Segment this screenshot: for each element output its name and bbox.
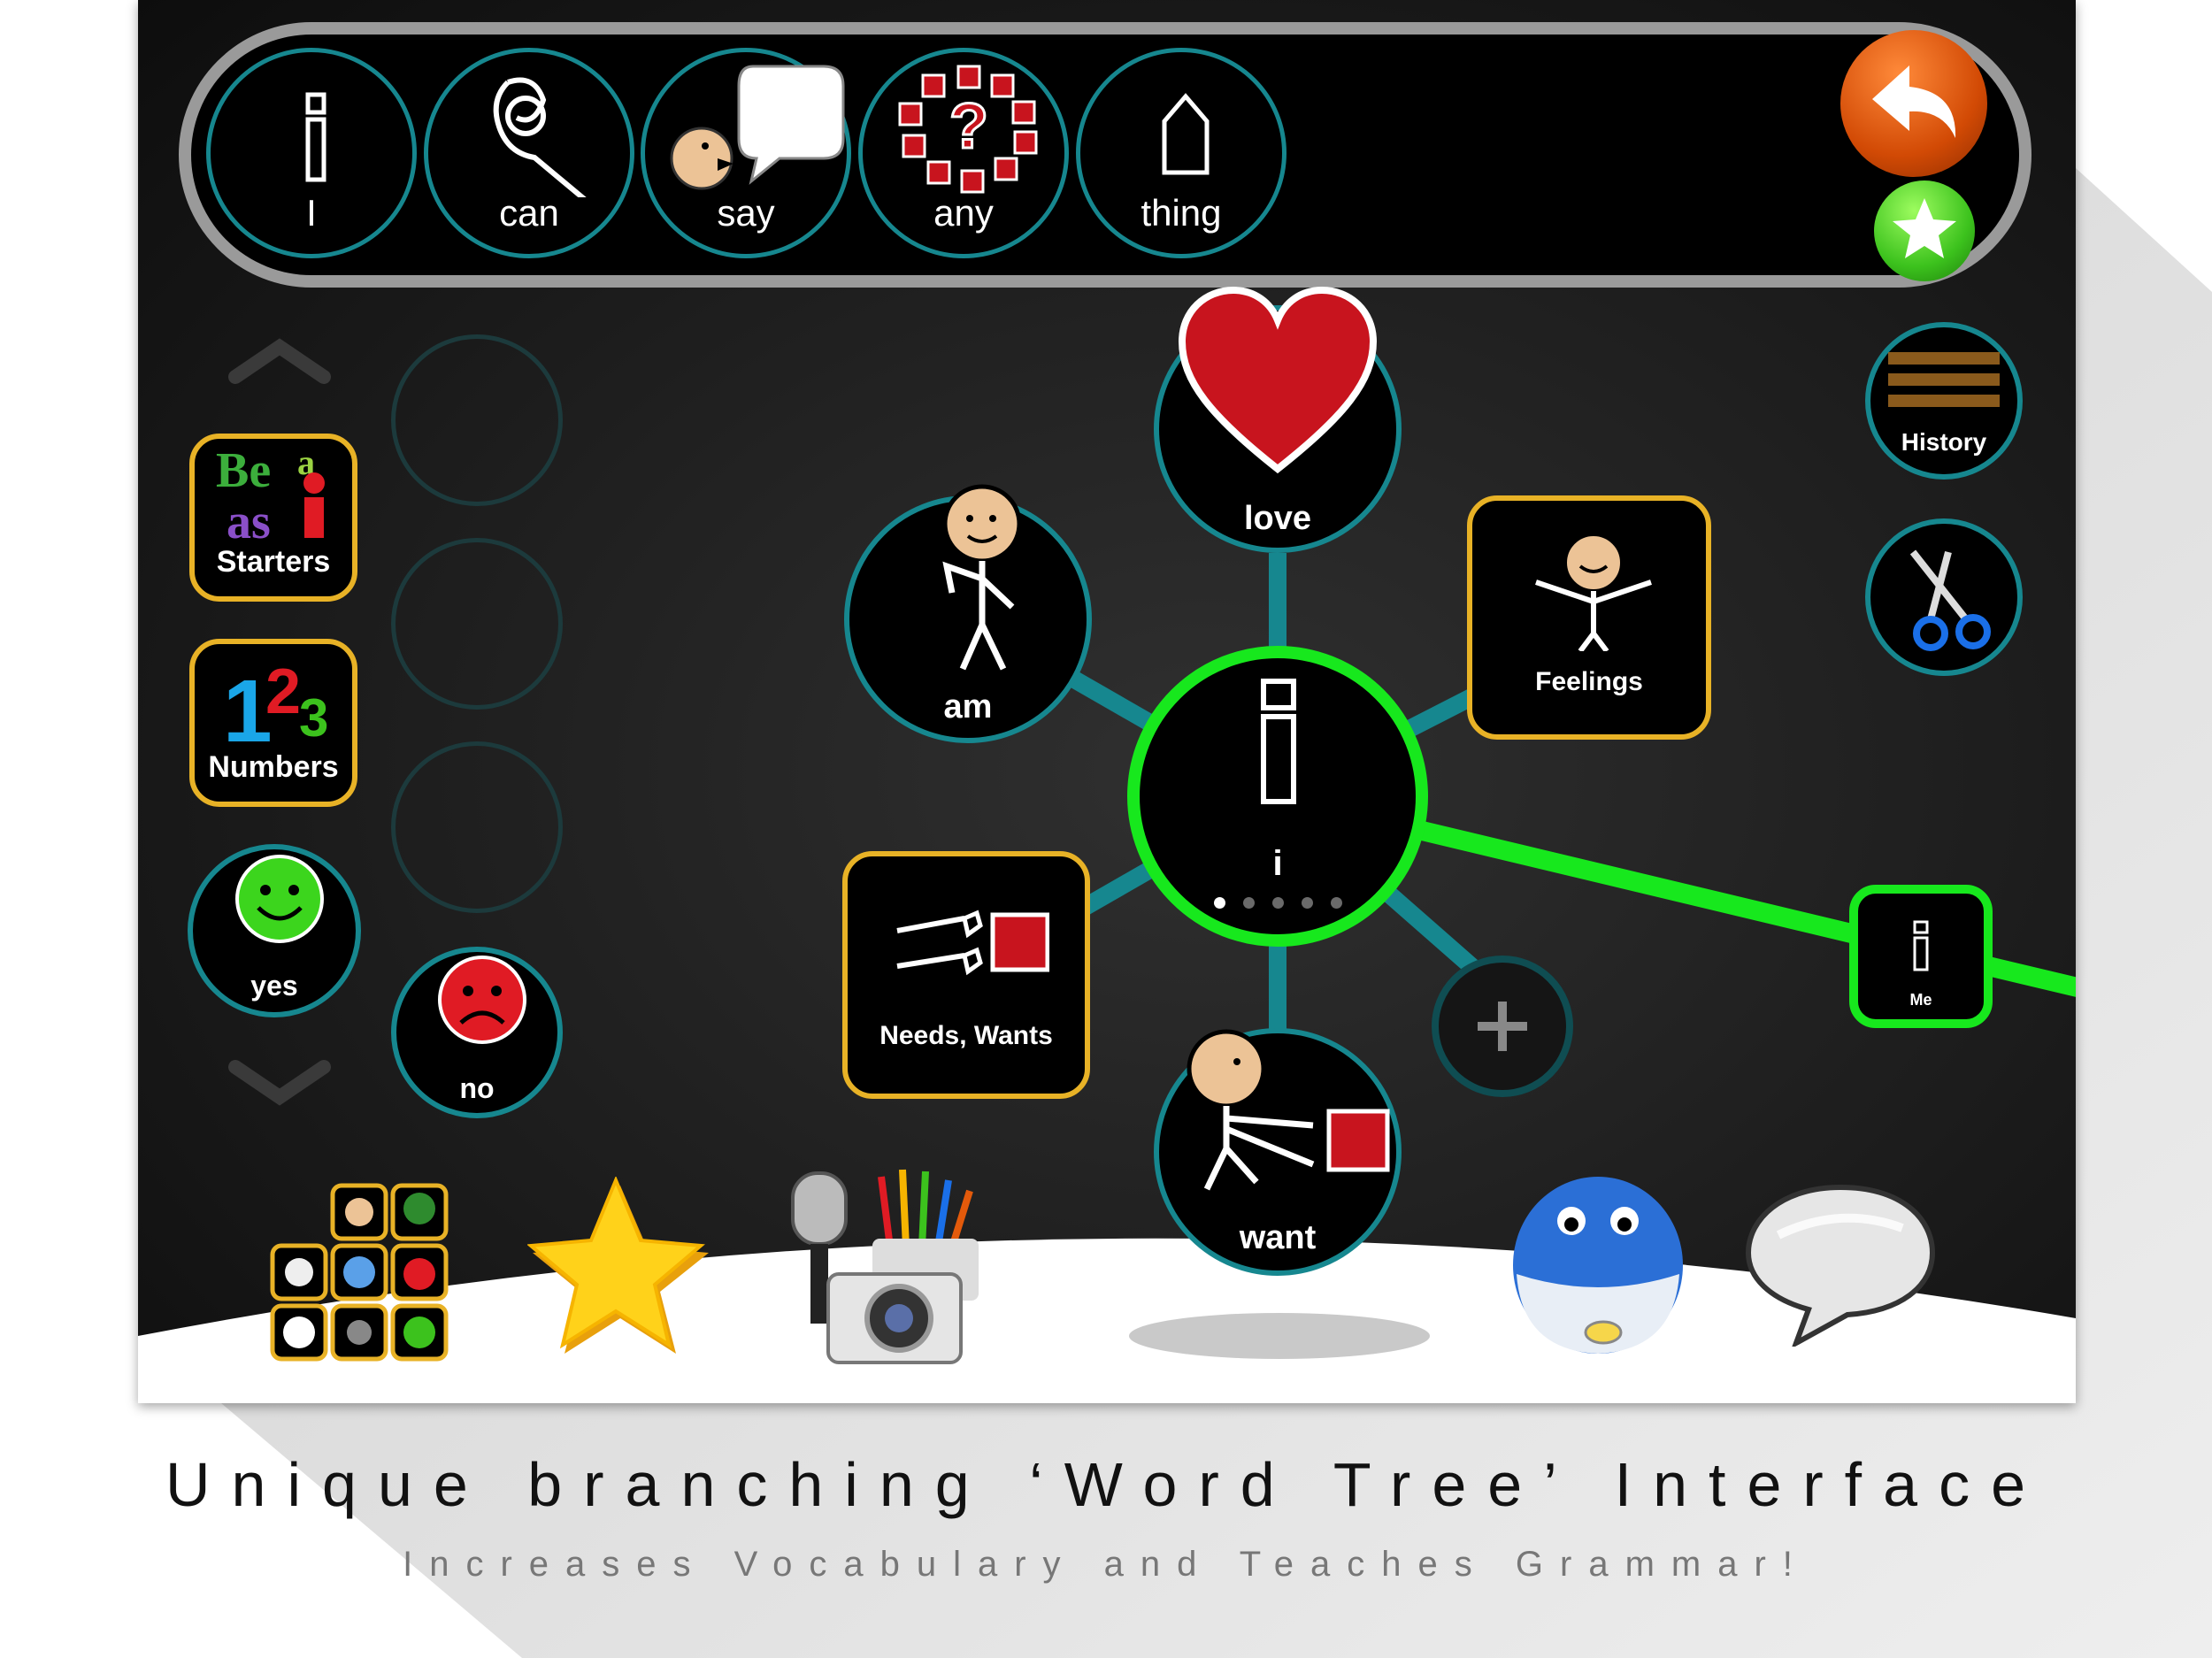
- branch-am[interactable]: am: [844, 484, 1092, 743]
- category-label: Starters: [216, 545, 331, 579]
- yes-button[interactable]: yes: [188, 844, 361, 1017]
- scroll-down-button[interactable]: [227, 1056, 333, 1109]
- page-dot[interactable]: [1242, 897, 1255, 909]
- symbol-grid-icon[interactable]: [269, 1182, 451, 1362]
- bookshelf-icon: [1888, 352, 2000, 407]
- media-tools-icon[interactable]: [775, 1159, 1005, 1371]
- branch-label: Me: [1909, 991, 1932, 1009]
- caption-subtitle: Increases Vocabulary and Teaches Grammar…: [403, 1545, 1809, 1584]
- letter-i-icon: [1913, 920, 1929, 971]
- word-label: I: [306, 192, 317, 234]
- heart-icon: [1178, 286, 1378, 474]
- word-label: thing: [1141, 192, 1222, 234]
- letter-i-icon: [305, 92, 326, 182]
- scissors-icon: [1909, 549, 1991, 651]
- add-branch-button[interactable]: [1432, 956, 1573, 1097]
- sad-face-icon: [438, 956, 526, 1044]
- svg-text:Be: Be: [216, 443, 271, 498]
- category-label: Numbers: [208, 750, 339, 784]
- category-starters[interactable]: Be a as Starters: [189, 434, 357, 602]
- sentence-word-can[interactable]: can: [424, 48, 634, 258]
- word-tree-center-i[interactable]: i: [1127, 646, 1428, 947]
- page-dot[interactable]: [1330, 897, 1342, 909]
- no-button[interactable]: no: [391, 947, 563, 1118]
- svg-text:2: 2: [265, 656, 301, 727]
- yes-label: yes: [250, 970, 298, 1002]
- add-favorite-button[interactable]: [1874, 180, 1975, 281]
- branch-label: want: [1239, 1219, 1317, 1256]
- history-label: History: [1901, 428, 1987, 456]
- branch-label: am: [943, 688, 993, 725]
- svg-text:a: a: [297, 442, 315, 482]
- sentence-word-thing[interactable]: thing: [1076, 48, 1286, 258]
- person-wanting-icon: [1187, 1029, 1390, 1191]
- svg-text:1: 1: [223, 662, 273, 754]
- speech-icon: [670, 65, 845, 190]
- hand-sign-icon: [493, 77, 587, 197]
- page-dot[interactable]: [1301, 897, 1313, 909]
- history-button[interactable]: History: [1865, 322, 2023, 480]
- branch-feelings[interactable]: Feelings: [1467, 495, 1711, 740]
- branch-me[interactable]: Me: [1849, 885, 1993, 1028]
- page-dot[interactable]: [1213, 897, 1225, 909]
- branch-label: Feelings: [1535, 667, 1643, 696]
- sentence-word-any[interactable]: ? any: [858, 48, 1069, 258]
- app-window: I can say: [138, 0, 2076, 1403]
- category-numbers[interactable]: 1 2 3 Numbers: [189, 639, 357, 807]
- empty-slot: [391, 741, 563, 913]
- center-label: i: [1272, 844, 1283, 883]
- empty-slot: [391, 538, 563, 710]
- thing-icon: [1162, 93, 1210, 175]
- question-icon: ?: [898, 65, 1038, 194]
- word-label: any: [933, 192, 994, 234]
- word-label: say: [717, 192, 775, 234]
- needs-wants-icon: [896, 910, 1049, 976]
- word-label: can: [499, 192, 559, 234]
- plus-icon: [1478, 1002, 1527, 1051]
- letter-i-icon: [1261, 679, 1296, 804]
- starters-icon: Be a as: [216, 442, 325, 549]
- empty-slot: [391, 334, 563, 506]
- caption-title: Unique branching ‘Word Tree’ Interface: [165, 1450, 2047, 1519]
- undo-button[interactable]: [1840, 30, 1987, 177]
- undo-arrow-icon: [1872, 65, 1956, 138]
- branch-label: Needs, Wants: [879, 1021, 1053, 1050]
- branch-want[interactable]: want: [1154, 1028, 1402, 1276]
- svg-text:?: ?: [949, 91, 988, 162]
- feelings-person-icon: [1535, 533, 1652, 651]
- sentence-word-say[interactable]: say: [641, 48, 851, 258]
- svg-text:3: 3: [299, 688, 328, 748]
- page-dot[interactable]: [1271, 897, 1284, 909]
- dock-star-button[interactable]: [527, 1177, 713, 1362]
- star-icon: [1893, 198, 1956, 258]
- person-pointing-icon: [942, 484, 1022, 671]
- scroll-up-button[interactable]: [227, 334, 333, 388]
- svg-text:as: as: [227, 495, 271, 549]
- sentence-word-i[interactable]: I: [206, 48, 417, 258]
- page-indicator[interactable]: [1140, 897, 1416, 913]
- numbers-icon: 1 2 3: [223, 656, 328, 754]
- robot-icon[interactable]: [1501, 1168, 1695, 1362]
- branch-needs-wants[interactable]: Needs, Wants: [842, 851, 1090, 1099]
- cut-button[interactable]: [1865, 518, 2023, 676]
- no-label: no: [459, 1072, 495, 1104]
- happy-face-icon: [235, 855, 324, 943]
- branch-label: love: [1243, 500, 1312, 537]
- speak-bubble-button[interactable]: [1743, 1178, 1938, 1347]
